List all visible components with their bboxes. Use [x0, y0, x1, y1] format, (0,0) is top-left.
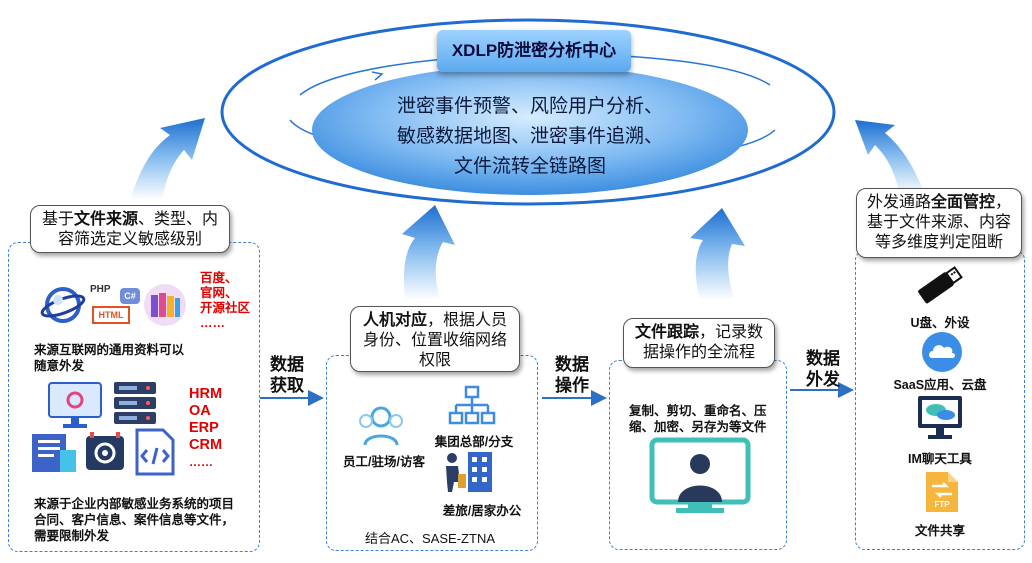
- center-description: 泄密事件预警、风险用户分析、 敏感数据地图、泄密事件追溯、 文件流转全链路图: [360, 92, 700, 182]
- identity-footer: 结合AC、SASE-ZTNA: [364, 531, 495, 546]
- identity-callout-rest: ，根据人员身份、位置收缩网络权限: [362, 312, 508, 369]
- center-line-3: 文件流转全链路图: [453, 156, 606, 177]
- system-crm: CRM: [189, 437, 223, 453]
- source-callout: 基于文件来源、类型、内容筛选定义敏感级别: [30, 205, 230, 253]
- internet-source-list: 百度、 官网、 开源社区 ……: [200, 271, 250, 331]
- code-languages-icon: PHP C# HTML: [90, 284, 145, 326]
- curved-arrow-mid-right: [690, 208, 745, 300]
- share-label: 文件共享: [914, 524, 965, 538]
- curved-arrow-right: [855, 120, 925, 195]
- browser-globe-icon: [40, 287, 86, 323]
- source-callout-pre: 基于: [41, 211, 74, 228]
- code-file-icon: [135, 428, 175, 476]
- curved-arrow-left: [130, 118, 205, 200]
- tracking-callout-rest: ，记录数据操作的全流程: [642, 324, 764, 361]
- center-title: XDLP防泄密分析中心: [437, 30, 631, 72]
- curved-arrow-mid-left: [402, 205, 455, 300]
- html-badge: HTML: [92, 306, 130, 324]
- document-report-icon: [32, 434, 76, 472]
- source-ellipsis: ……: [200, 316, 225, 330]
- server-rack-icon: [114, 382, 156, 424]
- center-line-2: 敏感数据地图、泄密事件追溯、: [396, 126, 663, 147]
- staff-label: 员工/驻场/访客: [343, 455, 425, 469]
- traveler-icon: [446, 452, 492, 492]
- travel-label: 差旅/居家办公: [442, 504, 522, 518]
- ftp-file-icon: [926, 472, 958, 512]
- step-operate: 数据操作: [555, 355, 589, 395]
- monitor-settings-icon: [48, 382, 102, 428]
- system-erp: ERP: [189, 420, 219, 436]
- center-ellipse: [312, 65, 748, 195]
- business-caption: 来源于企业内部敏感业务系统的项目合同、客户信息、案件信息等文件，需要限制外发: [34, 497, 235, 543]
- identity-panel: [326, 355, 538, 551]
- tracking-callout: 文件跟踪，记录数据操作的全流程: [623, 318, 775, 368]
- step-acquire: 数据获取: [270, 355, 304, 395]
- chip-settings-icon: [86, 432, 124, 470]
- desktop-user-icon: [649, 437, 751, 513]
- outer-ring: [220, 18, 836, 206]
- usb-label: U盘、外设: [910, 316, 970, 330]
- document-stack-icon: [144, 284, 186, 326]
- saas-label: SaaS应用、云盘: [893, 378, 987, 392]
- source-open-community: 开源社区: [200, 301, 251, 315]
- outbound-callout-pre: 外发通路: [866, 194, 931, 211]
- system-ellipsis: ……: [189, 455, 213, 469]
- ftp-label: FTP: [934, 500, 950, 509]
- tracking-operations: 复制、剪切、重命名、压缩、加密、另存为等文件: [629, 404, 767, 434]
- im-label: IM聊天工具: [908, 452, 972, 466]
- outbound-callout-rest: ，基于文件来源、内容等多维度判定阻断: [866, 194, 1012, 251]
- hq-label: 集团总部/分支: [434, 435, 514, 449]
- source-official-site: 官网、: [200, 286, 238, 300]
- source-callout-rest: 、类型、内容筛选定义敏感级别: [57, 211, 219, 248]
- step-send: 数据外发: [806, 349, 840, 389]
- system-oa: OA: [189, 403, 211, 419]
- org-structure-icon: [448, 385, 496, 425]
- csharp-badge: C#: [120, 288, 140, 304]
- business-system-list: HRM OA ERP CRM ……: [189, 386, 222, 471]
- outbound-callout-bold: 全面管控: [930, 194, 995, 211]
- users-icon: [359, 406, 403, 446]
- cloud-icon: [922, 332, 962, 372]
- source-callout-bold: 文件来源: [73, 211, 138, 228]
- identity-callout: 人机对应，根据人员身份、位置收缩网络权限: [350, 306, 520, 372]
- internet-caption: 来源互联网的通用资料可以随意外发: [34, 343, 185, 373]
- source-baidu: 百度、: [200, 271, 238, 285]
- identity-callout-bold: 人机对应: [362, 312, 427, 329]
- chat-monitor-icon: [918, 396, 962, 439]
- usb-drive-icon: [918, 266, 963, 304]
- tracking-callout-bold: 文件跟踪: [634, 324, 699, 341]
- center-line-1: 泄密事件预警、风险用户分析、: [396, 96, 663, 117]
- php-label: PHP: [90, 284, 111, 295]
- outbound-callout: 外发通路全面管控，基于文件来源、内容等多维度判定阻断: [856, 188, 1022, 258]
- system-hrm: HRM: [189, 386, 223, 402]
